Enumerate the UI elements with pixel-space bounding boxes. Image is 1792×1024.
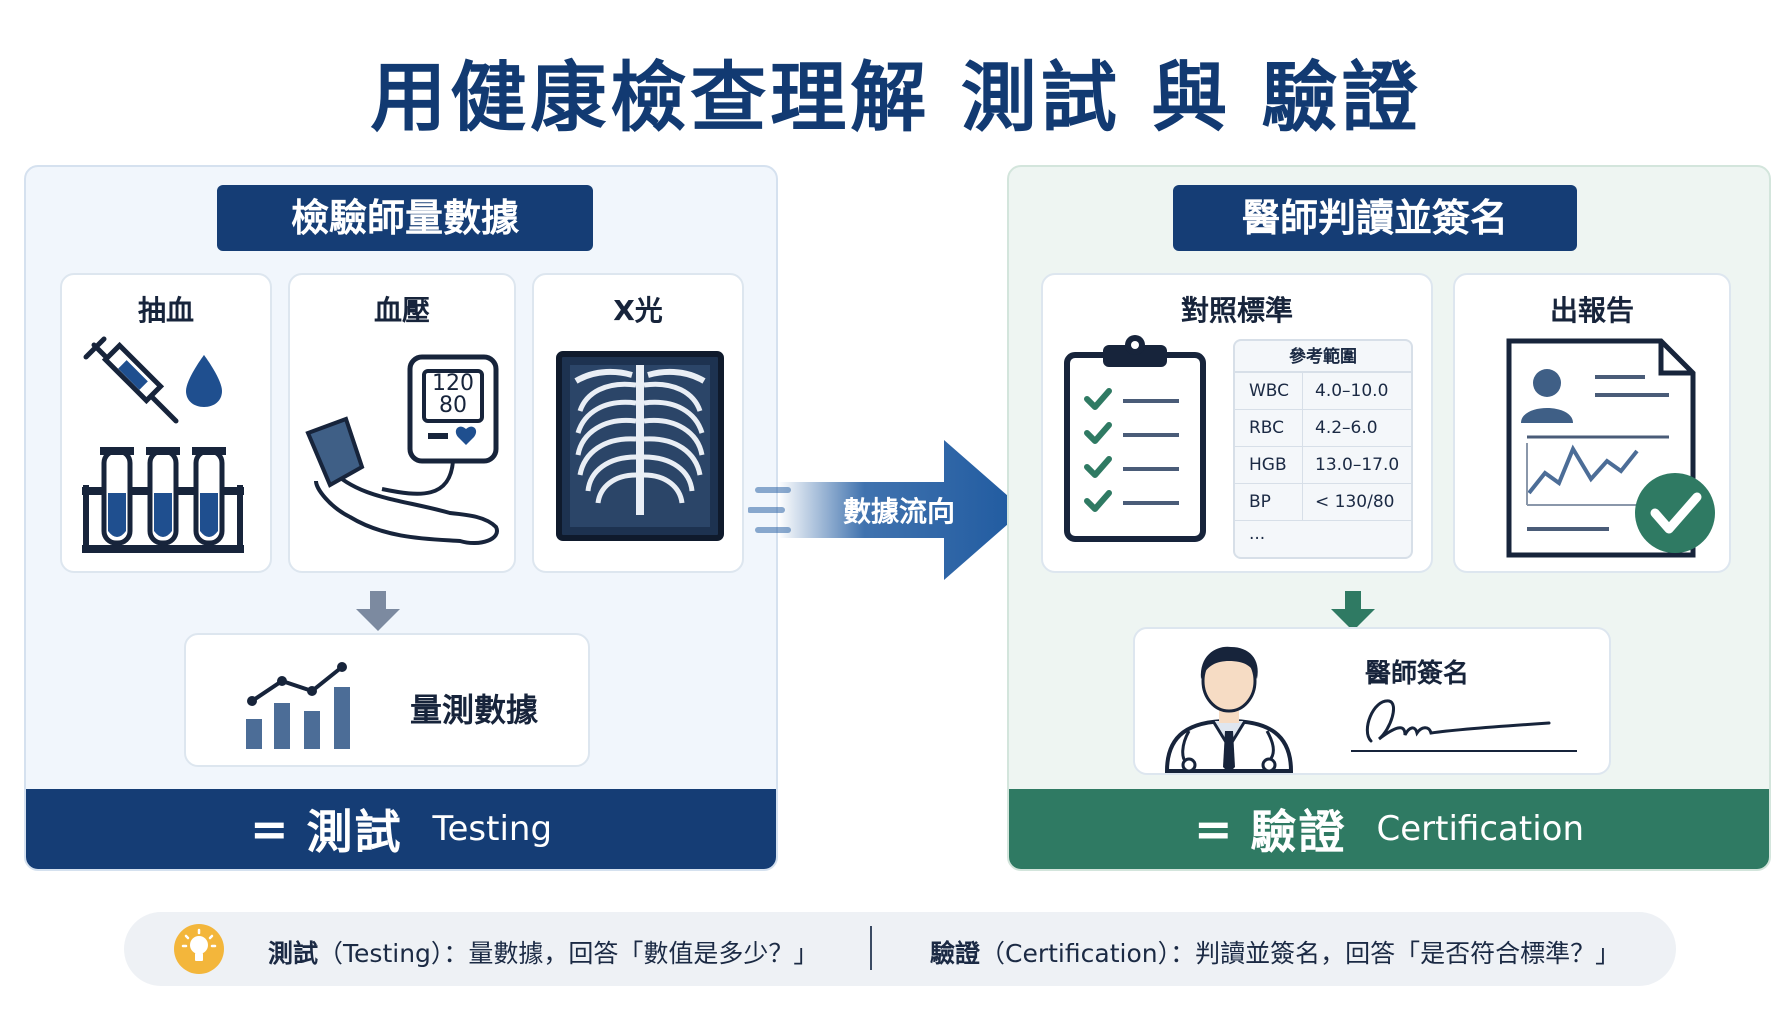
lightbulb-icon (174, 924, 224, 974)
reference-range-table: 參考範圍 WBC 4.0–10.0 RBC 4.2–6.0 HGB 13.0–1… (1233, 339, 1413, 559)
arrow-down-icon (1331, 591, 1375, 631)
card-standards: 對照標準 參考範圍 WBC 4.0–10.0 (1041, 273, 1433, 573)
card-report: 出報告 (1453, 273, 1731, 573)
signature-label: 醫師簽名 (1365, 659, 1470, 689)
summary-certification: 驗證（Certification）：判讀並簽名，回答「是否符合標準？」 (930, 934, 1620, 970)
row-value: 4.0–10.0 (1315, 381, 1389, 401)
certification-footer: = 驗證 Certification (1009, 789, 1769, 869)
card-title-standards: 對照標準 (1180, 294, 1293, 327)
summary-certification-text: （Certification）：判讀並簽名，回答「是否符合標準？」 (980, 939, 1621, 968)
card-blood-pressure: 血壓 120 80 (288, 273, 516, 573)
certification-equals: = (1193, 802, 1233, 856)
testing-label-en: Testing (432, 809, 553, 849)
measured-data-label: 量測數據 (410, 691, 539, 729)
summary-bar: 測試（Testing）：量數據，回答「數值是多少？」 驗證（Certificat… (124, 912, 1676, 986)
certification-label-en: Certification (1376, 809, 1585, 849)
report-document-check-icon (1506, 338, 1715, 558)
row-key: WBC (1235, 373, 1303, 409)
card-title-report: 出報告 (1549, 294, 1634, 327)
table-more: ... (1249, 524, 1266, 544)
signature-scribble (1351, 699, 1577, 752)
doctor-icon (1164, 646, 1294, 773)
row-value: < 130/80 (1315, 492, 1395, 512)
certification-panel: 醫師判讀並簽名 對照標準 參考範圍 WBC (1007, 165, 1771, 871)
page-title: 用健康檢查理解 測試 與 驗證 (370, 53, 1422, 142)
data-flow-arrow (748, 440, 1024, 580)
blood-draw-icon (82, 336, 244, 553)
checklist-clipboard-icon (1064, 335, 1206, 542)
row-value: 4.2–6.0 (1315, 418, 1378, 438)
arrow-down-icon (356, 591, 400, 631)
certification-panel-header: 醫師判讀並簽名 (1173, 185, 1577, 251)
testing-equals: = (249, 802, 289, 856)
summary-testing: 測試（Testing）：量數據，回答「數值是多少？」 (268, 934, 818, 970)
row-key: BP (1235, 484, 1303, 520)
certification-label-zh: 驗證 (1250, 805, 1347, 859)
card-doctor-signature: 醫師簽名 (1133, 627, 1611, 775)
bp-diastolic-reading: 80 (439, 393, 467, 418)
bp-systolic-reading: 120 (432, 371, 474, 396)
chest-xray-icon (556, 351, 724, 541)
bar-chart-icon (246, 662, 350, 749)
blood-pressure-monitor-icon (305, 354, 499, 546)
table-row: HGB 13.0–17.0 (1235, 447, 1411, 484)
row-key: RBC (1235, 410, 1303, 446)
card-title-xray: X光 (613, 294, 663, 327)
summary-certification-term: 驗證 (930, 939, 981, 968)
row-value: 13.0–17.0 (1315, 455, 1400, 475)
card-blood-draw: 抽血 (60, 273, 272, 573)
row-key: HGB (1235, 447, 1303, 483)
divider (870, 926, 872, 970)
table-row: WBC 4.0–10.0 (1235, 373, 1411, 410)
testing-panel-header: 檢驗師量數據 (217, 185, 593, 251)
summary-testing-text: （Testing）：量數據，回答「數值是多少？」 (318, 939, 819, 968)
data-flow-label: 數據流向 (843, 495, 956, 528)
table-row: BP < 130/80 (1235, 484, 1411, 521)
reference-range-title: 參考範圍 (1235, 341, 1411, 373)
testing-panel: 檢驗師量數據 抽血 (24, 165, 778, 871)
card-title-blood-draw: 抽血 (137, 294, 194, 327)
testing-footer: = 測試 Testing (26, 789, 776, 869)
card-title-blood-pressure: 血壓 (373, 294, 430, 327)
testing-label-zh: 測試 (306, 805, 403, 859)
table-row: RBC 4.2–6.0 (1235, 410, 1411, 447)
summary-testing-term: 測試 (268, 939, 319, 968)
card-xray: X光 (532, 273, 744, 573)
card-measured-data: 量測數據 (184, 633, 590, 767)
